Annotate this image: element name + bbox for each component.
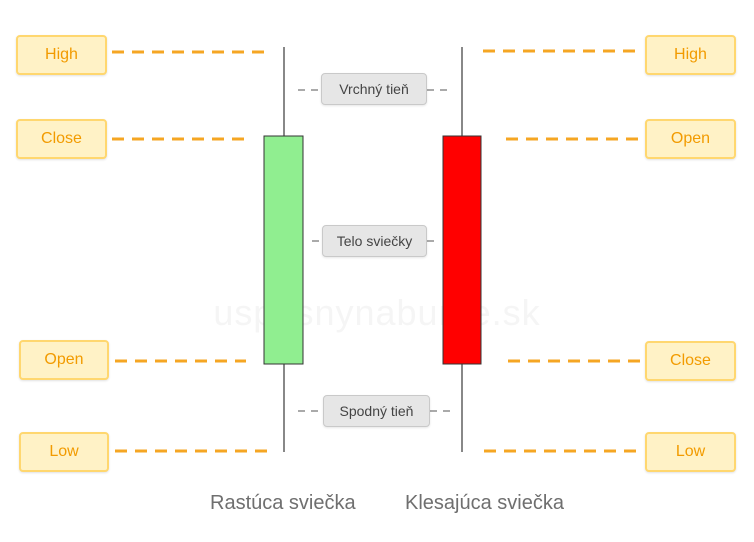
body-annotation: Telo sviečky bbox=[322, 225, 427, 257]
rising-candle-body bbox=[263, 135, 304, 365]
rising-close-label: Close bbox=[16, 119, 107, 159]
falling-candle-body bbox=[442, 135, 482, 365]
falling-low-label: Low bbox=[645, 432, 736, 472]
rising-candle-caption: Rastúca sviečka bbox=[210, 492, 356, 514]
falling-candle-caption: Klesajúca sviečka bbox=[405, 492, 564, 514]
falling-close-label: Close bbox=[645, 341, 736, 381]
falling-high-label: High bbox=[645, 35, 736, 75]
lower-shadow-annotation: Spodný tieň bbox=[323, 395, 430, 427]
upper-shadow-annotation: Vrchný tieň bbox=[321, 73, 427, 105]
rising-open-label: Open bbox=[19, 340, 109, 380]
falling-open-label: Open bbox=[645, 119, 736, 159]
rising-low-label: Low bbox=[19, 432, 109, 472]
rising-high-label: High bbox=[16, 35, 107, 75]
